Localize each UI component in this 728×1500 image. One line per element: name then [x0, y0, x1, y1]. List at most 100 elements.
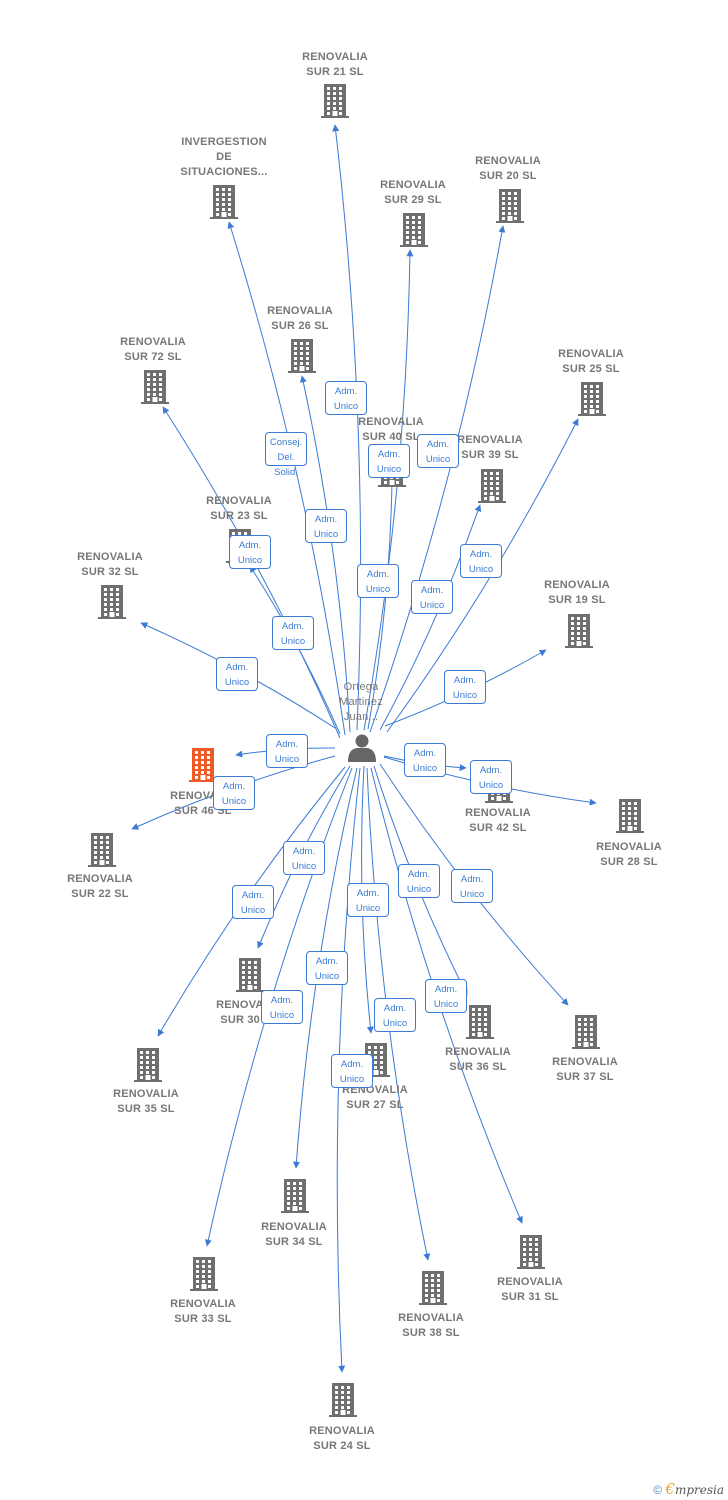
building-icon[interactable]: [517, 1235, 545, 1269]
role-badge-sur23[interactable]: Adm.Unico: [229, 535, 271, 569]
role-badge-sur19[interactable]: Adm.Unico: [444, 670, 486, 704]
role-badge-sur33[interactable]: Adm.Unico: [261, 990, 303, 1024]
building-icon[interactable]: [281, 1179, 309, 1213]
building-icon[interactable]: [578, 382, 606, 416]
role-badge-sur21[interactable]: Adm.Unico: [325, 381, 367, 415]
building-icon[interactable]: [329, 1383, 357, 1417]
building-icon[interactable]: [466, 1005, 494, 1039]
company-label-line: RENOVALIA: [497, 1276, 563, 1288]
company-label-sur42[interactable]: RENOVALIA SUR 42 SL: [438, 806, 558, 836]
company-label-sur35[interactable]: RENOVALIA SUR 35 SL: [86, 1087, 206, 1117]
role-badge-line: Unico: [365, 584, 391, 595]
building-icon[interactable]: [496, 189, 524, 223]
person-name-line: Ortega: [343, 681, 379, 693]
company-label-line: RENOVALIA: [465, 807, 531, 819]
role-badge-sur32[interactable]: Adm.Unico: [272, 616, 314, 650]
company-label-line: SUR 42 SL: [469, 822, 527, 834]
role-badge-sur42[interactable]: Adm.Unico: [404, 743, 446, 777]
role-badge-sur29[interactable]: Adm.Unico: [368, 444, 410, 478]
building-icon[interactable]: [478, 469, 506, 503]
edge-line-sur21: [332, 124, 362, 731]
person-name-line: Juan...: [343, 711, 379, 723]
company-label-line: RENOVALIA: [113, 1088, 179, 1100]
role-badge-line: Adm.: [453, 675, 477, 686]
role-badge-line: Adm.: [334, 386, 358, 397]
role-badge-sur26[interactable]: Adm.Unico: [305, 509, 347, 543]
building-icon[interactable]: [400, 213, 428, 247]
role-badge-sur31[interactable]: Adm.Unico: [425, 979, 467, 1013]
company-label-line: RENOVALIA: [67, 873, 133, 885]
company-label-line: RENOVALIA: [596, 841, 662, 853]
building-icon[interactable]: [189, 748, 217, 782]
building-icon[interactable]: [288, 339, 316, 373]
role-badge-line: Adm.: [340, 1059, 364, 1070]
company-label-line: SUR 35 SL: [117, 1103, 175, 1115]
role-badge-sur35[interactable]: Adm.Unico: [232, 885, 274, 919]
role-badge-sur25[interactable]: Adm.Unico: [460, 544, 502, 578]
building-icon[interactable]: [210, 185, 238, 219]
building-icon[interactable]: [88, 833, 116, 867]
role-badge-sur40[interactable]: Adm.Unico: [357, 564, 399, 598]
company-label-line: DE: [216, 151, 232, 163]
role-badge-sur72[interactable]: Adm.Unico: [216, 657, 258, 691]
role-badge-sur20[interactable]: Adm.Unico: [417, 434, 459, 468]
role-badge-line: Del. Solid.: [274, 452, 298, 478]
role-badge-sur46[interactable]: Adm.Unico: [266, 734, 308, 768]
role-badge-invergestion[interactable]: Consej.Del. Solid.: [265, 432, 307, 478]
company-label-line: SUR 29 SL: [384, 194, 442, 206]
role-badge-line: Unico: [291, 861, 317, 872]
role-badge-sur38[interactable]: Adm.Unico: [374, 998, 416, 1032]
building-icon[interactable]: [419, 1271, 447, 1305]
role-badge-sur28[interactable]: Adm.Unico: [470, 760, 512, 794]
role-badge-line: Adm.: [315, 956, 339, 967]
building-icon[interactable]: [572, 1015, 600, 1049]
person-icon[interactable]: [348, 734, 376, 763]
company-label-line: RENOVALIA: [261, 1221, 327, 1233]
role-badge-sur30[interactable]: Adm.Unico: [283, 841, 325, 875]
building-icon[interactable]: [616, 799, 644, 833]
role-badge-sur24[interactable]: Adm.Unico: [331, 1054, 373, 1088]
building-icon[interactable]: [141, 370, 169, 404]
building-icon[interactable]: [98, 585, 126, 619]
building-icon[interactable]: [134, 1048, 162, 1082]
role-badge-line: Unico: [280, 636, 306, 647]
company-label-line: RENOVALIA: [544, 579, 610, 591]
building-icon[interactable]: [190, 1257, 218, 1291]
role-badge-sur37[interactable]: Adm.Unico: [451, 869, 493, 903]
building-icon[interactable]: [236, 958, 264, 992]
role-badge-sur39[interactable]: Adm.Unico: [411, 580, 453, 614]
role-badge-sur36[interactable]: Adm.Unico: [398, 864, 440, 898]
company-label-line: RENOVALIA: [552, 1056, 618, 1068]
empresia-logo: €mpresia: [665, 1480, 724, 1498]
role-badge-sur34[interactable]: Adm.Unico: [306, 951, 348, 985]
role-badge-line: Unico: [459, 889, 485, 900]
role-badge-line: Unico: [313, 529, 339, 540]
role-badge-sur27[interactable]: Adm.Unico: [347, 883, 389, 917]
role-badge-line: Adm.: [238, 540, 262, 551]
role-badge-sur22[interactable]: Adm.Unico: [213, 776, 255, 810]
building-icon[interactable]: [321, 84, 349, 118]
building-icon[interactable]: [565, 614, 593, 648]
